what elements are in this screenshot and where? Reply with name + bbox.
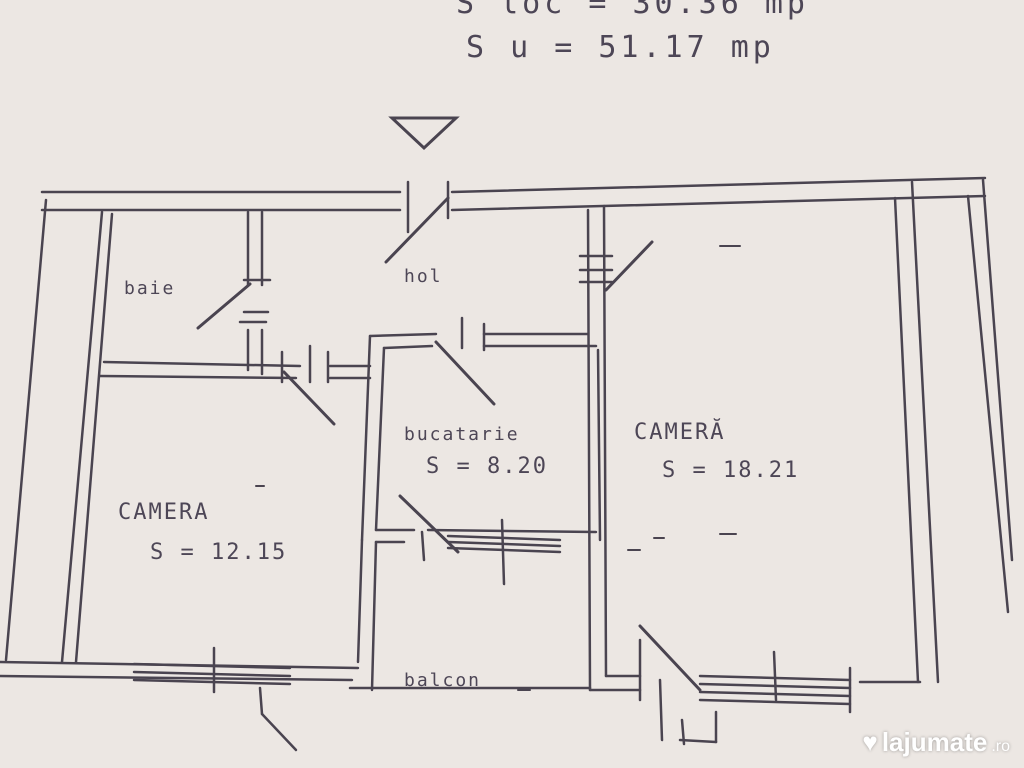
- window-right-room: [698, 650, 922, 714]
- watermark-brand: lajumate: [881, 727, 988, 757]
- usable-area-heading: S loc = 30.36 mp: [456, 0, 809, 21]
- sketch-marks: [255, 245, 741, 691]
- total-area-heading: S u = 51.17 mp: [466, 30, 775, 65]
- door-left-room: [280, 344, 336, 426]
- kitchen-label: bucatarie: [404, 424, 520, 445]
- right-room-area: S = 18.21: [662, 458, 800, 483]
- bathroom-walls: [98, 210, 302, 380]
- hall-label: hol: [404, 266, 443, 287]
- right-room-walls: [578, 204, 702, 742]
- bathroom-label: baie: [124, 278, 176, 299]
- left-room-label: CAMERA: [118, 500, 210, 525]
- door-kitchen-balcony: [398, 494, 562, 586]
- right-room-label: CAMERĂ: [634, 420, 726, 445]
- heart-logo-icon: ♥: [862, 727, 878, 757]
- watermark: ♥ lajumate .ro: [862, 727, 1010, 758]
- exterior-wall-top: [40, 176, 987, 212]
- left-room-area: S = 12.15: [150, 540, 288, 565]
- kitchen-area: S = 8.20: [426, 454, 548, 479]
- kitchen-walls: [328, 316, 602, 544]
- exterior-wall-left: [4, 198, 114, 664]
- exterior-wall-right: [893, 178, 1014, 684]
- window-left-room: [132, 646, 292, 694]
- balcony-walls: [258, 686, 718, 752]
- watermark-tld: .ro: [991, 737, 1010, 755]
- entrance-triangle-icon: [388, 116, 460, 151]
- entrance-door: [384, 180, 450, 264]
- balcony-label: balcon: [404, 670, 482, 691]
